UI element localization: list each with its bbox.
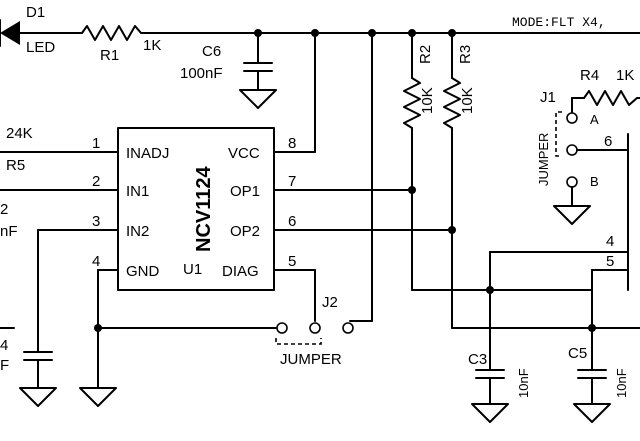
pin2-num: 2 (92, 173, 100, 190)
pin3-num: 3 (92, 213, 100, 230)
d1-value: LED (26, 39, 55, 56)
j1-label: JUMPER (536, 133, 551, 186)
j2-label: JUMPER (280, 351, 342, 368)
pin4-num: 4 (92, 253, 100, 270)
r5-ref: R5 (6, 157, 25, 174)
r4-ref: R4 (580, 67, 599, 84)
resistor-r4: R4 1K (571, 67, 640, 113)
r2-ref: R2 (417, 45, 434, 64)
jumper-j1: J1 A B 6 JUMPER (536, 89, 629, 225)
pin2-label: IN1 (126, 183, 149, 200)
c6-ref: C6 (202, 43, 221, 60)
j2-pin-2 (309, 322, 321, 334)
chip-name: NCV1124 (193, 166, 215, 252)
left-partial-upper: 2 (0, 201, 8, 218)
right-pin-4: 4 (606, 233, 614, 250)
pin7-num: 7 (288, 173, 296, 190)
right-pin-5: 5 (606, 253, 614, 270)
pin3-label: IN2 (126, 223, 149, 240)
j1-pin-a (566, 112, 578, 124)
in2-capacitor (0, 229, 57, 407)
capacitor-c5: C5 10nF (568, 345, 629, 423)
output-routing: 4 5 (411, 233, 640, 371)
pin1-label: INADJ (126, 145, 169, 162)
left-partials: 24K R5 2 nF 4 F (0, 125, 33, 374)
left-partial-lower-unit: F (0, 357, 9, 374)
resistor-r1: R1 1K (81, 25, 161, 64)
resistor-r3: R3 10K (443, 29, 476, 329)
capacitor-c6: C6 100nF (180, 29, 277, 109)
chip-ref: U1 (183, 261, 202, 278)
left-partial-upper-unit: nF (0, 223, 18, 240)
j2-pin-1 (276, 322, 288, 334)
left-partial-lower: 4 (0, 337, 8, 354)
r3-ref: R3 (457, 45, 474, 64)
d1-ref: D1 (26, 4, 45, 21)
vcc-net (311, 29, 319, 153)
jumper-j2: J2 JUMPER (275, 29, 376, 368)
c3-value: 10nF (516, 368, 531, 398)
r3-value: 10K (459, 87, 476, 114)
c5-value: 10nF (614, 368, 629, 398)
pin8-label: VCC (228, 145, 260, 162)
j1-pin-number: 6 (604, 133, 612, 150)
j1-ref: J1 (540, 89, 556, 106)
pin7-label: OP1 (230, 183, 260, 200)
chip-u1: NCV1124 U1 1 INADJ 2 IN1 3 IN2 4 GND 8 V… (0, 127, 453, 291)
r4-value: 1K (616, 67, 634, 84)
j1-pos-b: B (590, 174, 599, 189)
pin5-label: DIAG (222, 263, 259, 280)
c5-ref: C5 (568, 345, 587, 362)
r2-value: 10K (419, 87, 436, 114)
pin4-label: GND (126, 263, 160, 280)
r5-value: 24K (6, 125, 33, 142)
pin1-num: 1 (92, 135, 100, 152)
mode-label: MODE:FLT X4, (512, 15, 606, 30)
j1-pin-b (566, 176, 578, 188)
j1-pin-mid (566, 144, 578, 156)
pin8-num: 8 (288, 135, 296, 152)
c6-value: 100nF (180, 65, 223, 82)
capacitor-c3: C3 10nF (468, 351, 531, 423)
gnd-net (79, 269, 283, 407)
led-d1: D1 LED (0, 4, 55, 56)
resistor-r2: R2 10K (403, 29, 436, 291)
pin6-label: OP2 (230, 223, 260, 240)
pin5-num: 5 (288, 253, 296, 270)
j1-pos-a: A (590, 112, 599, 127)
pin6-num: 6 (288, 213, 296, 230)
j2-pin-3 (342, 322, 354, 334)
r1-value: 1K (143, 37, 161, 54)
j2-ref: J2 (322, 294, 338, 311)
r1-ref: R1 (100, 47, 119, 64)
c3-ref: C3 (468, 351, 487, 368)
